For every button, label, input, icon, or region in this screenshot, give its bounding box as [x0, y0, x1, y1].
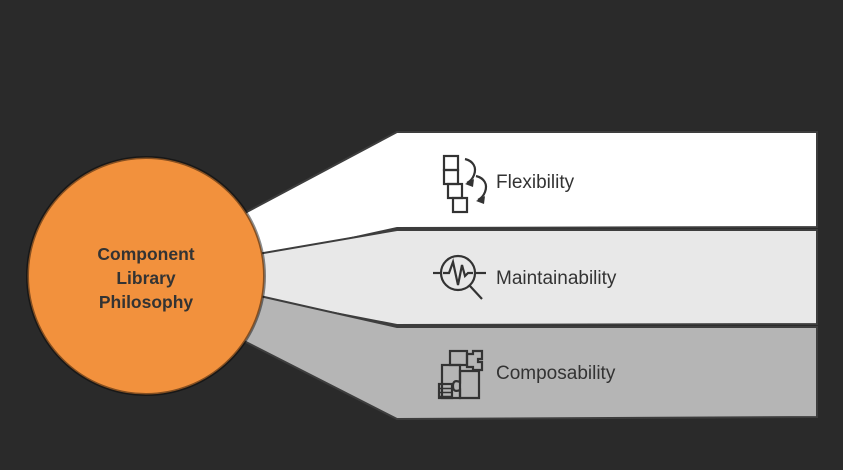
puzzle-modules-icon: [437, 349, 484, 400]
root-node-label-line-3: Philosophy: [99, 292, 194, 312]
blocks-reorder-icon: [442, 154, 488, 214]
branch-label-maintainability: Maintainability: [496, 268, 617, 289]
pulse-magnifier-icon: [433, 254, 486, 300]
root-node-circle: [26, 156, 266, 396]
branch-label-flexibility: Flexibility: [496, 172, 575, 193]
root-node-label-line-1: Component: [97, 244, 194, 264]
root-node-label-line-2: Library: [116, 268, 176, 288]
branch-label-composability: Composability: [496, 363, 616, 384]
